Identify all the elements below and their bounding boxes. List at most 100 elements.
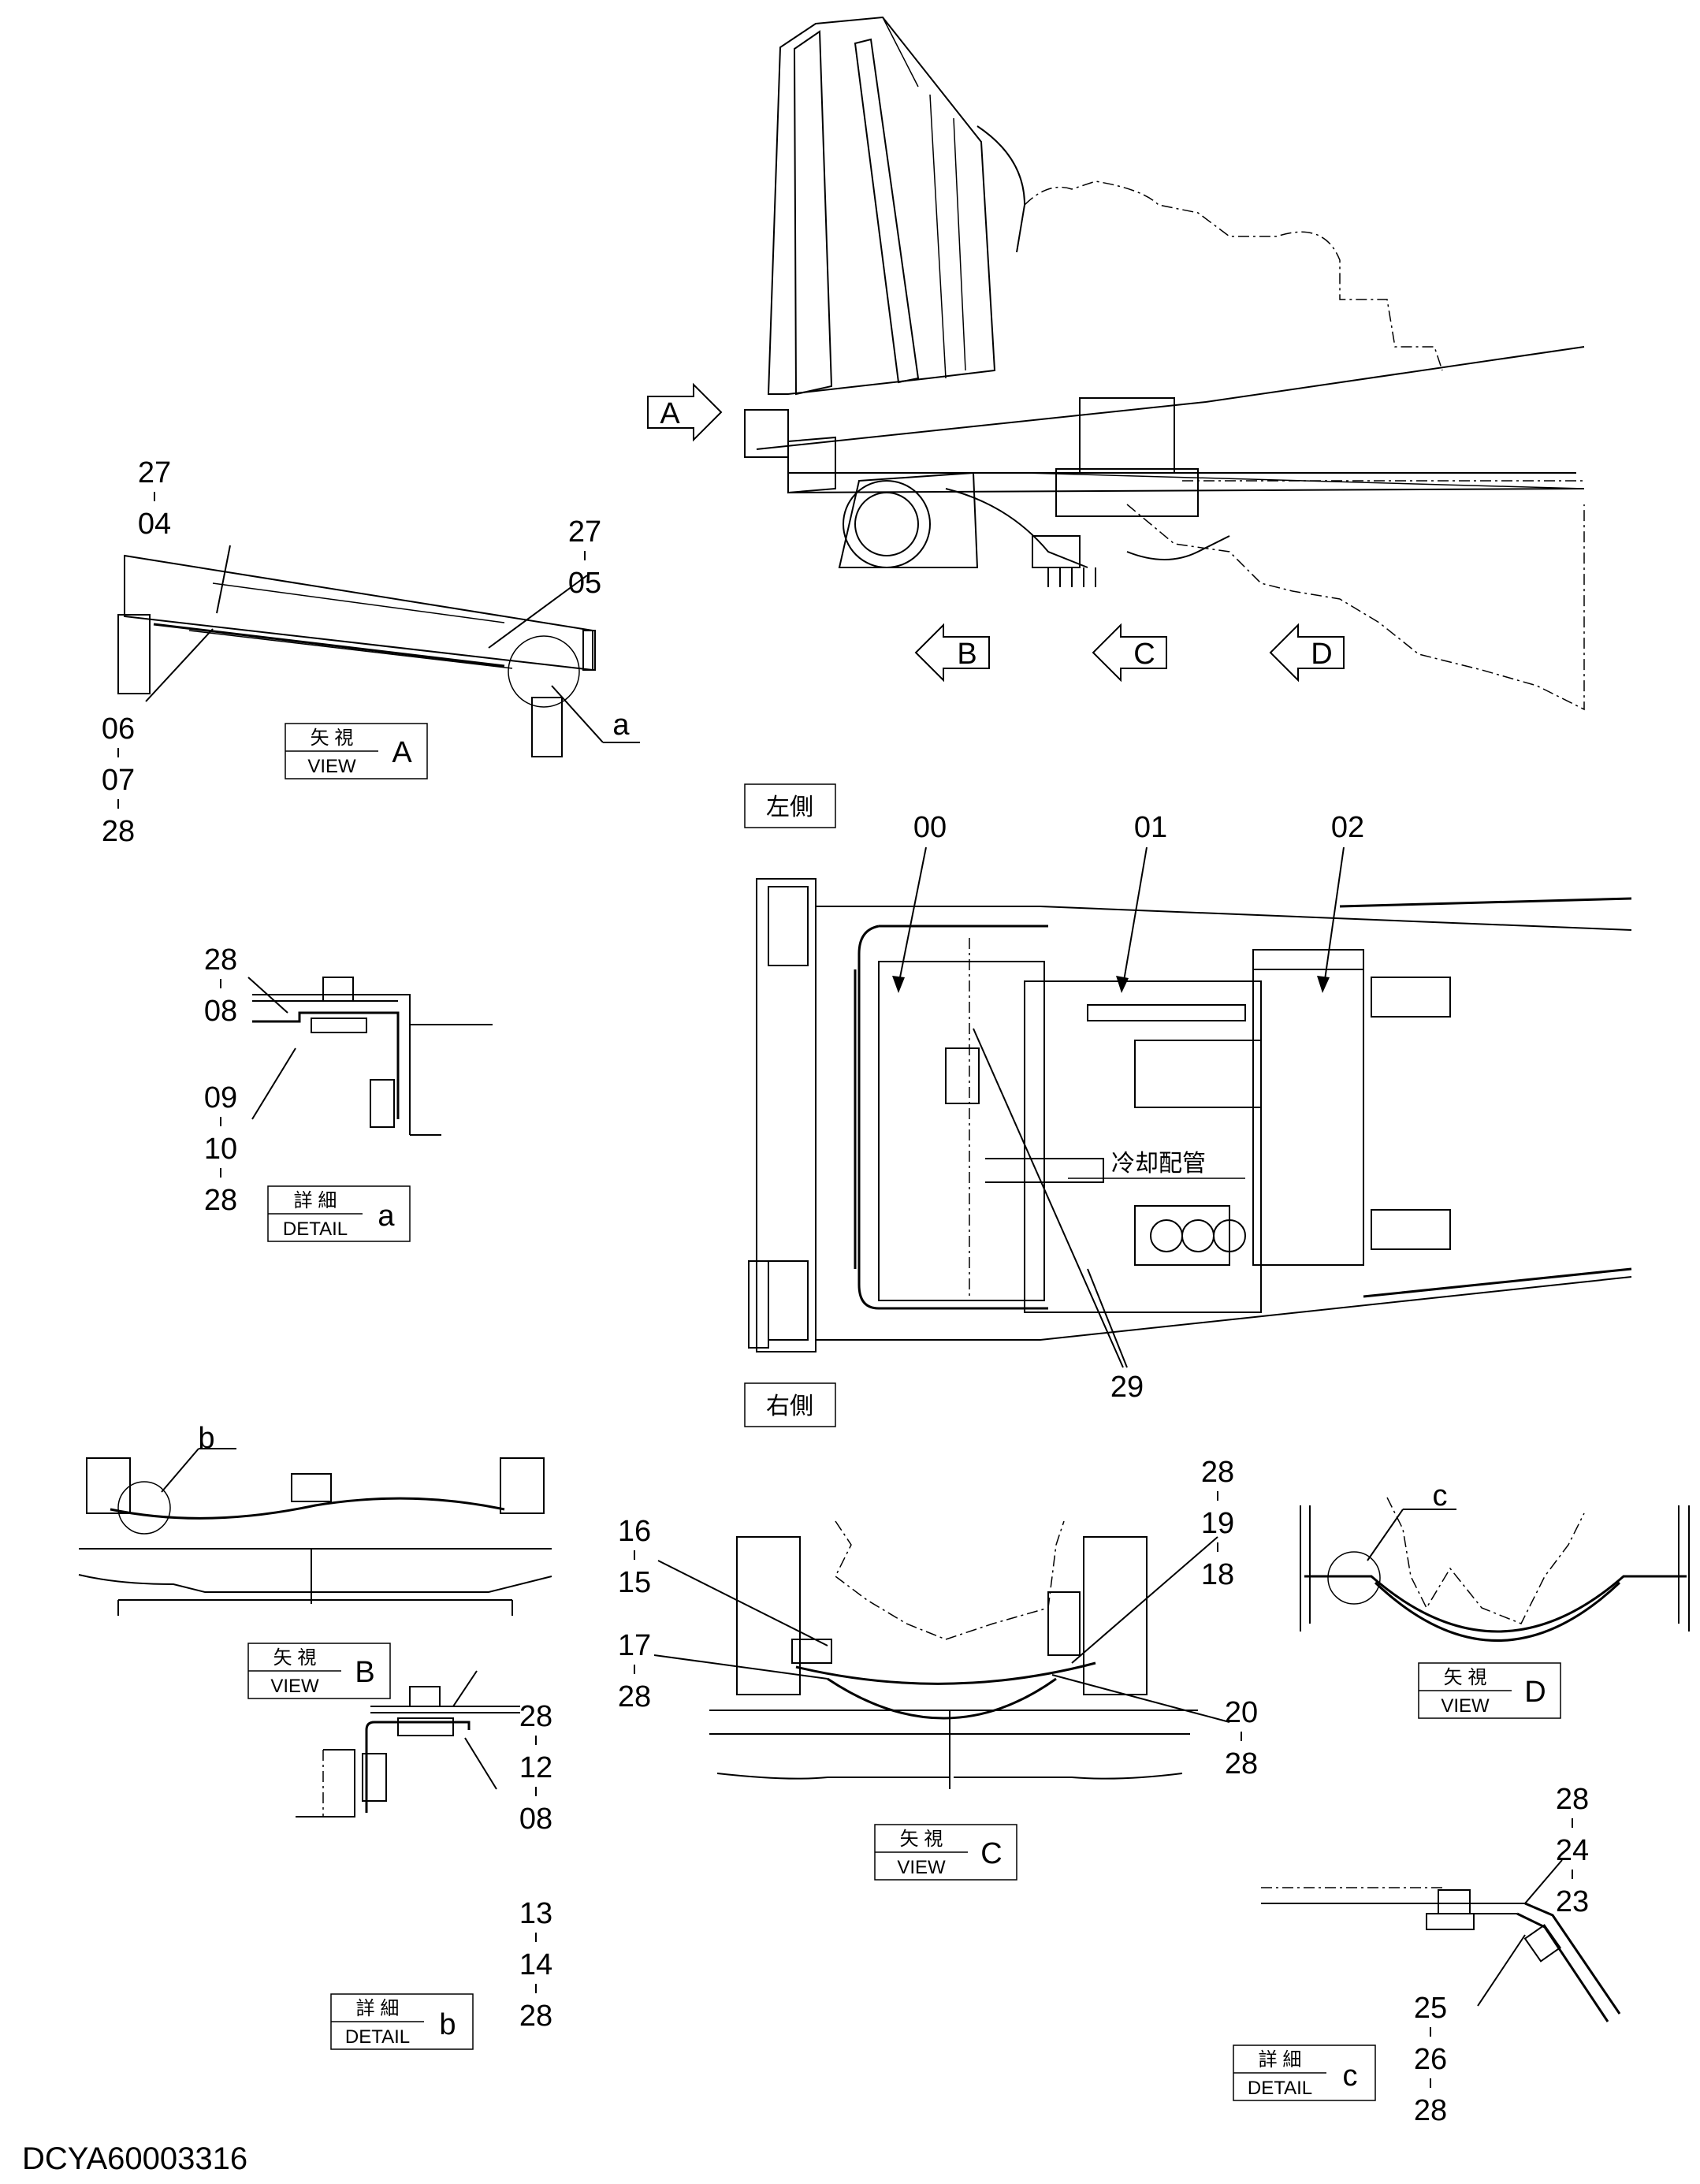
callout-da-top: 28 08 — [204, 943, 237, 1028]
detail-tag-b: 詳 細 DETAIL b — [330, 1993, 474, 2050]
svg-text:b: b — [439, 2008, 456, 2041]
detail-a-drawing — [247, 977, 493, 1136]
cooling-pipe-note: 冷却配管 — [1068, 1150, 1245, 1179]
view-tag-a: 矢 視 VIEW A — [285, 723, 428, 779]
callout-va-top-left: 27 04 — [138, 456, 171, 541]
svg-text:24: 24 — [1556, 1834, 1589, 1867]
svg-text:C: C — [980, 1837, 1002, 1870]
view-d-drawing — [1300, 1497, 1690, 1642]
svg-text:VIEW: VIEW — [897, 1857, 946, 1878]
svg-text:16: 16 — [618, 1515, 651, 1548]
svg-text:04: 04 — [138, 508, 171, 541]
svg-text:13: 13 — [519, 1897, 552, 1930]
view-tag-b: 矢 視 VIEW B — [247, 1643, 391, 1699]
svg-text:D: D — [1524, 1676, 1546, 1709]
svg-text:VIEW: VIEW — [307, 756, 356, 777]
svg-text:27: 27 — [138, 456, 171, 489]
svg-text:05: 05 — [568, 567, 601, 600]
view-b-drawing — [78, 1448, 552, 1616]
callout-db-bottom: 13 14 28 — [519, 1897, 552, 2033]
callout-vb-circle: b — [198, 1422, 214, 1455]
view-a-drawing — [117, 545, 640, 757]
view-arrow-b: B — [914, 623, 990, 683]
svg-text:28: 28 — [1201, 1456, 1234, 1489]
svg-text:28: 28 — [1556, 1783, 1589, 1816]
callout-plan-29: 29 — [1110, 1371, 1144, 1404]
svg-text:25: 25 — [1414, 1992, 1447, 2025]
view-tag-d: 矢 視 VIEW D — [1418, 1662, 1561, 1719]
plan-leaders — [892, 846, 1345, 1368]
callout-dc-top: 28 24 23 — [1556, 1783, 1589, 1918]
svg-text:C: C — [1133, 638, 1155, 671]
svg-text:右側: 右側 — [766, 1393, 813, 1420]
callout-da-bottom: 09 10 28 — [204, 1081, 237, 1217]
drawing-code: DCYA60003316 — [22, 2141, 247, 2176]
callout-db-top: 28 12 08 — [519, 1700, 552, 1836]
svg-text:c: c — [1343, 2059, 1358, 2093]
svg-text:B: B — [957, 638, 976, 671]
svg-text:D: D — [1311, 638, 1332, 671]
svg-text:詳 細: 詳 細 — [356, 1998, 400, 2019]
svg-text:VIEW: VIEW — [1441, 1695, 1490, 1717]
callout-vc-right-top: 28 19 18 — [1201, 1456, 1234, 1591]
svg-text:矢 視: 矢 視 — [311, 727, 354, 749]
view-c-drawing — [653, 1520, 1230, 1789]
callout-vd-circle: c — [1433, 1479, 1448, 1512]
svg-text:28: 28 — [519, 2000, 552, 2033]
svg-text:DETAIL: DETAIL — [1248, 2078, 1312, 2099]
svg-text:28: 28 — [102, 815, 135, 848]
svg-text:28: 28 — [204, 1184, 237, 1217]
svg-text:19: 19 — [1201, 1507, 1234, 1540]
svg-text:08: 08 — [519, 1803, 552, 1836]
svg-text:矢 視: 矢 視 — [273, 1647, 317, 1669]
callout-vc-right-bottom: 20 28 — [1225, 1696, 1258, 1780]
svg-text:20: 20 — [1225, 1696, 1258, 1729]
callout-vc-left-top: 16 15 — [618, 1515, 651, 1599]
svg-text:12: 12 — [519, 1751, 552, 1784]
svg-text:冷却配管: 冷却配管 — [1111, 1150, 1206, 1178]
svg-text:B: B — [355, 1656, 374, 1689]
callout-vc-left-bottom: 17 28 — [618, 1629, 651, 1713]
svg-text:15: 15 — [618, 1566, 651, 1599]
detail-tag-a: 詳 細 DETAIL a — [267, 1185, 411, 1242]
svg-text:09: 09 — [204, 1081, 237, 1114]
detail-b-drawing — [296, 1670, 520, 1818]
view-arrow-c: C — [1092, 623, 1167, 683]
svg-text:詳 細: 詳 細 — [1259, 2049, 1302, 2071]
svg-text:a: a — [378, 1200, 395, 1233]
svg-text:A: A — [392, 736, 412, 769]
svg-text:矢 視: 矢 視 — [900, 1829, 943, 1850]
svg-text:A: A — [660, 397, 680, 430]
svg-text:23: 23 — [1556, 1885, 1589, 1918]
svg-text:17: 17 — [618, 1629, 651, 1662]
svg-text:DETAIL: DETAIL — [345, 2026, 410, 2048]
view-tag-c: 矢 視 VIEW C — [874, 1824, 1017, 1881]
svg-text:28: 28 — [204, 943, 237, 977]
view-arrow-d: D — [1269, 623, 1345, 683]
side-label-right: 右側 — [744, 1382, 836, 1427]
svg-text:26: 26 — [1414, 2043, 1447, 2076]
svg-text:DETAIL: DETAIL — [283, 1219, 348, 1240]
svg-text:左側: 左側 — [766, 794, 813, 821]
view-arrow-a: A — [647, 382, 723, 442]
callout-plan-02: 02 — [1331, 811, 1364, 844]
callout-va-circle: a — [612, 709, 630, 742]
svg-text:28: 28 — [1414, 2094, 1447, 2127]
svg-text:詳 細: 詳 細 — [294, 1190, 337, 1211]
detail-tag-c: 詳 細 DETAIL c — [1233, 2044, 1376, 2101]
callout-plan-00: 00 — [913, 811, 947, 844]
svg-text:10: 10 — [204, 1133, 237, 1166]
plan-drawing — [748, 878, 1632, 1352]
callout-va-bottom-left: 06 07 28 — [102, 712, 135, 848]
svg-text:07: 07 — [102, 764, 135, 797]
svg-text:VIEW: VIEW — [270, 1676, 319, 1697]
svg-text:28: 28 — [618, 1680, 651, 1713]
detail-c-drawing — [1261, 1859, 1621, 2022]
svg-text:08: 08 — [204, 995, 237, 1028]
svg-text:06: 06 — [102, 712, 135, 746]
svg-text:14: 14 — [519, 1948, 552, 1981]
side-label-left: 左側 — [744, 783, 836, 828]
svg-text:27: 27 — [568, 515, 601, 549]
callout-va-top-right: 27 05 — [568, 515, 601, 600]
callout-dc-bottom: 25 26 28 — [1414, 1992, 1447, 2127]
